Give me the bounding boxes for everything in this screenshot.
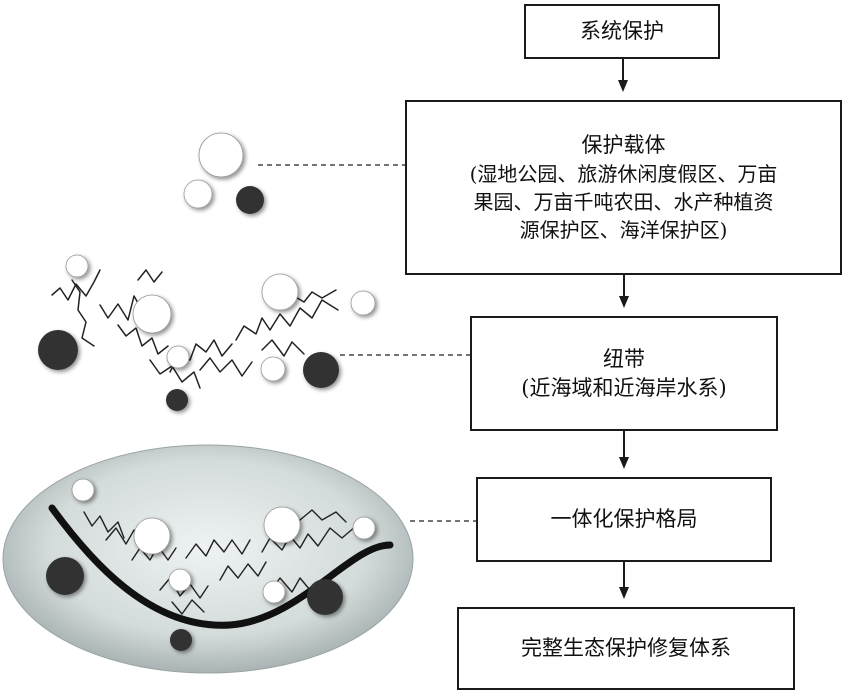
ribbon-title: 纽带 — [603, 346, 645, 371]
large-white-circle — [198, 132, 244, 178]
carrier-detail-line-2: 果园、万亩千吨农田、水产种植资 — [473, 190, 774, 214]
ribbon-detail: (近海域和近海岸水系) — [521, 375, 727, 400]
ribbon-box: 纽带 (近海域和近海岸水系) — [470, 316, 778, 431]
ribbon-curve — [48, 504, 394, 629]
pattern-ellipse — [2, 444, 414, 674]
small-white-circle — [183, 179, 213, 209]
carrier-detail-line-1: (湿地公园、旅游休闲度假区、万亩 — [469, 162, 778, 186]
dark-circle — [236, 186, 264, 214]
system-protection-label: 系统保护 — [580, 19, 664, 43]
carrier-detail-line-3: 源保护区、海洋保护区) — [519, 218, 728, 242]
protection-carrier-box: 保护载体 (湿地公园、旅游休闲度假区、万亩 果园、万亩千吨农田、水产种植资 源保… — [405, 100, 842, 275]
pattern-nodes — [46, 478, 376, 651]
dashed-connectors — [258, 164, 476, 522]
integrated-pattern-label: 一体化保护格局 — [550, 507, 698, 531]
flow-arrows — [618, 59, 629, 599]
integrated-network-icon — [2, 444, 414, 674]
pattern-network-lines — [83, 509, 357, 615]
restoration-system-box: 完整生态保护修复体系 — [457, 607, 795, 690]
ribbon-network-icon — [38, 254, 376, 411]
network-nodes — [38, 254, 376, 411]
restoration-system-label: 完整生态保护修复体系 — [521, 636, 731, 660]
integrated-pattern-box: 一体化保护格局 — [476, 477, 772, 562]
system-protection-box: 系统保护 — [524, 4, 720, 59]
carrier-circles-icon — [183, 132, 264, 214]
carrier-title: 保护载体 — [581, 133, 666, 157]
